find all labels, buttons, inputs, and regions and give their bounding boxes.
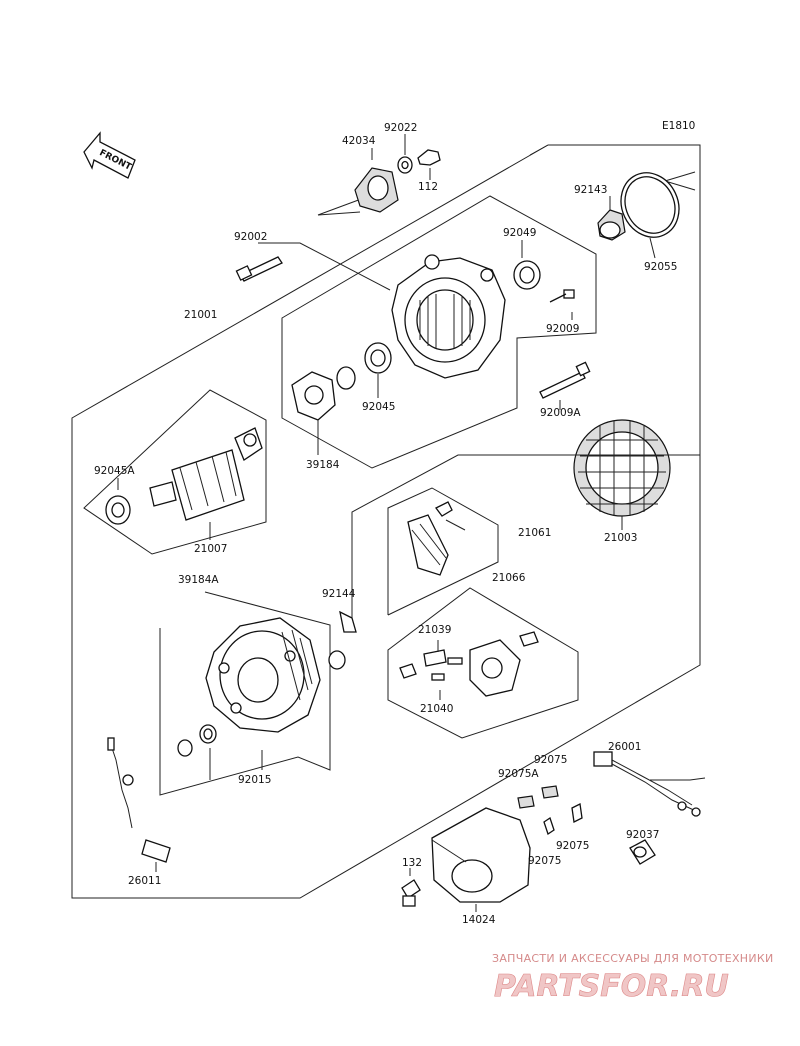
label-92049: 92049 bbox=[503, 227, 536, 239]
label-92075A: 92075A bbox=[498, 768, 539, 780]
wire-harness bbox=[593, 751, 706, 817]
label-92143: 92143 bbox=[574, 184, 607, 196]
brush-holder-group bbox=[351, 454, 700, 628]
label-21066: 21066 bbox=[492, 572, 526, 584]
label-92037: 92037 bbox=[626, 829, 659, 841]
label-39184A: 39184A bbox=[178, 574, 219, 586]
outer-frame bbox=[71, 144, 701, 899]
label-42034: 42034 bbox=[342, 135, 376, 147]
label-92144: 92144 bbox=[322, 588, 356, 600]
small-parts bbox=[517, 785, 583, 836]
label-92055: 92055 bbox=[644, 261, 677, 273]
regulator-group bbox=[387, 587, 579, 739]
pulley-group bbox=[317, 134, 441, 216]
label-92009: 92009 bbox=[546, 323, 579, 335]
rotor-group bbox=[83, 389, 267, 555]
watermark: ЗАПЧАСТИ И АКСЕССУАРЫ ДЛЯ МОТОТЕХНИКИ PA… bbox=[492, 952, 774, 1004]
label-92002: 92002 bbox=[234, 231, 267, 243]
label-92075-right: 92075 bbox=[556, 840, 589, 852]
label-92075-top: 92075 bbox=[534, 754, 567, 766]
rear-cover bbox=[401, 807, 531, 912]
terminal-wire bbox=[107, 737, 171, 872]
label-92009A: 92009A bbox=[540, 407, 581, 419]
label-26011: 26011 bbox=[128, 875, 161, 887]
stator bbox=[573, 419, 671, 530]
clamp bbox=[629, 839, 656, 865]
label-92022: 92022 bbox=[384, 122, 417, 134]
label-21039: 21039 bbox=[418, 624, 451, 636]
label-21003: 21003 bbox=[604, 532, 637, 544]
label-26001: 26001 bbox=[608, 741, 641, 753]
watermark-brand: PARTSFOR.RU bbox=[494, 969, 729, 1004]
label-21001: 21001 bbox=[184, 309, 217, 321]
label-92045: 92045 bbox=[362, 401, 395, 413]
watermark-tagline: ЗАПЧАСТИ И АКСЕССУАРЫ ДЛЯ МОТОТЕХНИКИ bbox=[492, 952, 774, 965]
label-21040: 21040 bbox=[420, 703, 453, 715]
label-92075-bottom: 92075 bbox=[528, 855, 561, 867]
oring-group bbox=[597, 171, 696, 259]
part-labels: 42034 92022 112 92143 92055 92002 92049 … bbox=[94, 122, 677, 926]
label-21061: 21061 bbox=[518, 527, 551, 539]
label-132: 132 bbox=[402, 857, 422, 869]
label-21007: 21007 bbox=[194, 543, 227, 555]
label-92045A: 92045A bbox=[94, 465, 135, 477]
front-arrow: FRONT bbox=[83, 131, 136, 179]
label-92015: 92015 bbox=[238, 774, 271, 786]
label-39184: 39184 bbox=[306, 459, 340, 471]
rear-housing-group bbox=[159, 591, 357, 796]
long-bolt bbox=[539, 361, 591, 410]
label-112: 112 bbox=[418, 181, 438, 193]
diagram-code: E1810 bbox=[662, 120, 695, 132]
label-14024: 14024 bbox=[462, 914, 496, 926]
front-cover-group bbox=[235, 195, 597, 469]
